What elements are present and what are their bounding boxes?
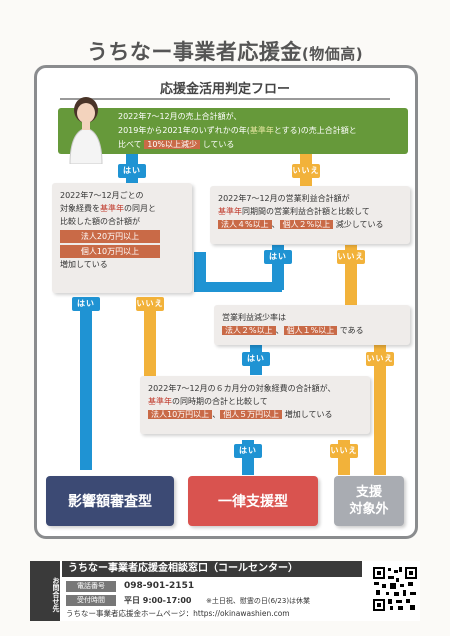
- website-line: うちなー事業者応援金ホームページ：https://okinawashien.co…: [66, 608, 290, 619]
- title-paren: (物価高): [301, 45, 364, 63]
- hours-value: 平日 9:00-17:00: [124, 596, 192, 605]
- q5-yes-tag: はい: [234, 444, 262, 458]
- outcome-impact-review: 影響額審査型: [46, 476, 174, 526]
- divider: [60, 98, 390, 100]
- flow-title: 応援金活用判定フロー: [159, 82, 290, 97]
- outcome-not-eligible-line1: 支援: [355, 485, 382, 500]
- q4-no-tag: いいえ: [366, 352, 394, 366]
- hours-label: 受付時間: [66, 595, 116, 606]
- website-url[interactable]: https://okinawashien.com: [193, 609, 290, 618]
- q2-no-tag: いいえ: [136, 297, 164, 311]
- hours-note: ※土日祝、慰霊の日(6/23)は休業: [206, 597, 311, 605]
- q3-line2: 基準年同期間の営業利益合計額と比較して: [218, 207, 370, 216]
- qr-code[interactable]: [372, 566, 418, 612]
- q2-line3: 比較した額の合計額が: [60, 217, 140, 226]
- question-5: 2022年7～12月の６カ月分の対象経費の合計額が、 基準年の同時期の合計と比較…: [140, 376, 370, 434]
- phone-number[interactable]: 098-901-2151: [124, 581, 195, 591]
- q1-no-tag: いいえ: [292, 164, 320, 178]
- outcome-uniform-support: 一律支援型: [188, 476, 318, 526]
- page-title: うちなー事業者応援金(物価高): [0, 36, 450, 66]
- pipe-q3-yes-h: [194, 282, 282, 292]
- q1-line1: 2022年7～12月の売上合計額が、: [118, 112, 242, 121]
- q4-line2: 法人２%以上、個人１%以上 である: [222, 324, 402, 337]
- question-2: 2022年7～12月ごとの 対象経費を基準年の同月と 比較した額の合計額が 法人…: [52, 183, 192, 293]
- q4-yes-tag: はい: [242, 352, 270, 366]
- q1-line3: 比べて 10%以上減少 している: [118, 140, 235, 149]
- phone-label: 電話番号: [66, 581, 116, 592]
- outcome-not-eligible-line2: 対象外: [349, 502, 389, 517]
- q2-line1: 2022年7～12月ごとの: [60, 191, 144, 200]
- outcome-not-eligible: 支援 対象外: [334, 476, 404, 526]
- pipe-q2-no: [144, 300, 156, 376]
- q5-line3: 法人10万円以上、個人５万円以上 増加している: [148, 408, 362, 421]
- question-3: 2022年7～12月の営業利益合計額が 基準年同期間の営業利益合計額と比較して …: [210, 186, 410, 244]
- q2-yes-tag: はい: [72, 297, 100, 311]
- q2-hl1: 法人20万円以上: [60, 230, 184, 243]
- q2-hl2: 個人10万円以上: [60, 245, 184, 258]
- contact-heading: うちなー事業者応援金相談窓口（コールセンター）: [62, 561, 362, 577]
- q3-line3: 法人４%以上、個人２%以上 減少している: [218, 218, 402, 231]
- q2-line2: 対象経費を基準年の同月と: [60, 204, 156, 213]
- title-main: うちなー事業者応援金: [86, 40, 302, 64]
- q4-line1: 営業利益減少率は: [222, 313, 286, 322]
- q2-line4: 増加している: [60, 260, 108, 269]
- q5-line2: 基準年の同時期の合計と比較して: [148, 397, 268, 406]
- q3-no-tag: いいえ: [337, 250, 365, 264]
- person-illustration: [60, 92, 112, 165]
- pipe-q4-no: [374, 345, 386, 475]
- q1-line2: 2019年から2021年のいずれかの年(基準年とする)の売上合計額と: [118, 126, 357, 135]
- q1-yes-tag: はい: [118, 164, 146, 178]
- contact-side-label: お問合せ先: [30, 561, 60, 621]
- q3-line1: 2022年7～12月の営業利益合計額が: [218, 194, 350, 203]
- website-label: うちなー事業者応援金ホームページ：: [66, 609, 194, 618]
- question-4: 営業利益減少率は 法人２%以上、個人１%以上 である: [214, 305, 410, 345]
- q5-no-tag: いいえ: [330, 444, 358, 458]
- question-1: 2022年7～12月の売上合計額が、 2019年から2021年のいずれかの年(基…: [58, 108, 408, 154]
- q5-line1: 2022年7～12月の６カ月分の対象経費の合計額が、: [148, 384, 336, 393]
- q3-yes-tag: はい: [264, 250, 292, 264]
- pipe-q2-yes: [80, 300, 92, 470]
